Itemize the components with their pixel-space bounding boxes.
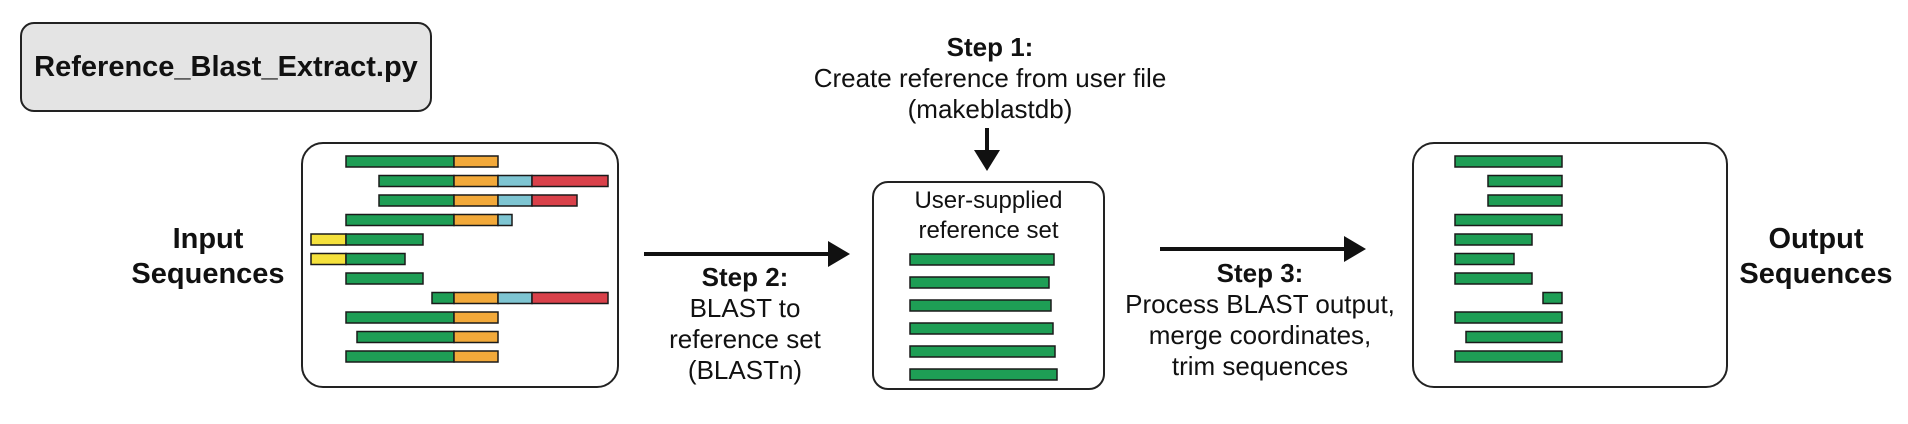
step1-line-1: Create reference from user file [813, 63, 1167, 93]
input-sequence-bars [310, 155, 609, 363]
step2-title: Step 2: [701, 262, 789, 292]
input-bar-3-segment-4 [531, 194, 578, 207]
input-bar-8-segment-1 [431, 291, 455, 305]
reference-bar-2 [909, 276, 1050, 289]
output-bar-1 [1454, 155, 1563, 168]
input-bar-4-segment-2 [453, 213, 499, 227]
input-bar-4-segment-1 [345, 213, 455, 227]
input-bar-2-segment-1 [378, 174, 455, 188]
input-bar-11-segment-1 [345, 350, 455, 363]
output-bar-5 [1454, 233, 1533, 246]
input-bar-8-segment-2 [453, 291, 499, 305]
input-bar-8-segment-3 [497, 291, 533, 305]
input-bar-5-segment-1 [310, 233, 347, 246]
input-bar-1-segment-1 [345, 155, 455, 168]
output-bar-4 [1454, 213, 1563, 227]
reference-bar-3 [909, 299, 1052, 312]
step2-arrow [644, 241, 850, 267]
step2-text: Step 2: BLAST to reference set (BLASTn) [625, 262, 865, 386]
step3-line-3: trim sequences [1171, 351, 1349, 381]
output-bar-11 [1454, 350, 1563, 363]
output-label: Output Sequences [1726, 222, 1906, 292]
input-bar-5-segment-2 [345, 233, 424, 246]
input-label-line-2: Sequences [131, 258, 285, 290]
input-bar-1-segment-2 [453, 155, 499, 168]
step2-line-2: reference set [669, 324, 821, 354]
step1-line-2: (makeblastdb) [907, 94, 1073, 124]
reference-box-title: User-supplied reference set [872, 186, 1105, 246]
input-bar-9-segment-1 [345, 311, 455, 324]
step3-title: Step 3: [1216, 258, 1304, 288]
output-sequence-bars [1454, 155, 1563, 363]
input-bar-11-segment-2 [453, 350, 499, 363]
reference-bar-4 [909, 322, 1054, 335]
input-bar-6-segment-1 [310, 252, 347, 266]
script-name-box: Reference_Blast_Extract.py [20, 22, 432, 112]
step1-text: Step 1: Create reference from user file … [760, 32, 1220, 125]
step3-line-2: merge coordinates, [1148, 320, 1372, 350]
reference-sequence-bars [909, 253, 1058, 381]
step1-title: Step 1: [946, 32, 1034, 62]
script-name: Reference_Blast_Extract.py [34, 50, 418, 83]
reference-title-line-2: reference set [918, 217, 1059, 244]
step3-arrow [1160, 236, 1366, 262]
input-bar-2-segment-4 [531, 174, 609, 188]
input-bar-3-segment-2 [453, 194, 499, 207]
input-label: Input Sequences [118, 222, 298, 292]
step3-line-1: Process BLAST output, [1125, 289, 1395, 319]
step2-line-3: (BLASTn) [687, 355, 803, 385]
step2-line-1: BLAST to [689, 293, 801, 323]
reference-bar-6 [909, 368, 1058, 381]
output-bar-2 [1487, 174, 1563, 188]
output-bar-3 [1487, 194, 1563, 207]
input-bar-10-segment-2 [453, 330, 499, 344]
output-bar-10 [1465, 330, 1563, 344]
input-label-line-1: Input [172, 223, 244, 255]
input-bar-3-segment-3 [497, 194, 533, 207]
input-bar-7-segment-1 [345, 272, 424, 285]
reference-bar-1 [909, 253, 1055, 266]
input-bar-9-segment-2 [453, 311, 499, 324]
reference-bar-5 [909, 345, 1056, 358]
output-bar-7 [1454, 272, 1533, 285]
input-bar-6-segment-2 [345, 252, 406, 266]
output-bar-9 [1454, 311, 1563, 324]
input-bar-8-segment-4 [531, 291, 609, 305]
step1-arrow [974, 128, 1000, 171]
reference-title-line-1: User-supplied [914, 187, 1063, 214]
input-bar-10-segment-1 [356, 330, 455, 344]
output-bar-8 [1542, 291, 1563, 305]
input-bar-2-segment-2 [453, 174, 499, 188]
input-bar-2-segment-3 [497, 174, 533, 188]
input-bar-4-segment-3 [497, 213, 513, 227]
output-bar-6 [1454, 252, 1515, 266]
output-label-line-1: Output [1768, 223, 1864, 255]
output-label-line-2: Sequences [1739, 258, 1893, 290]
input-bar-3-segment-1 [378, 194, 455, 207]
step3-text: Step 3: Process BLAST output, merge coor… [1100, 258, 1420, 382]
